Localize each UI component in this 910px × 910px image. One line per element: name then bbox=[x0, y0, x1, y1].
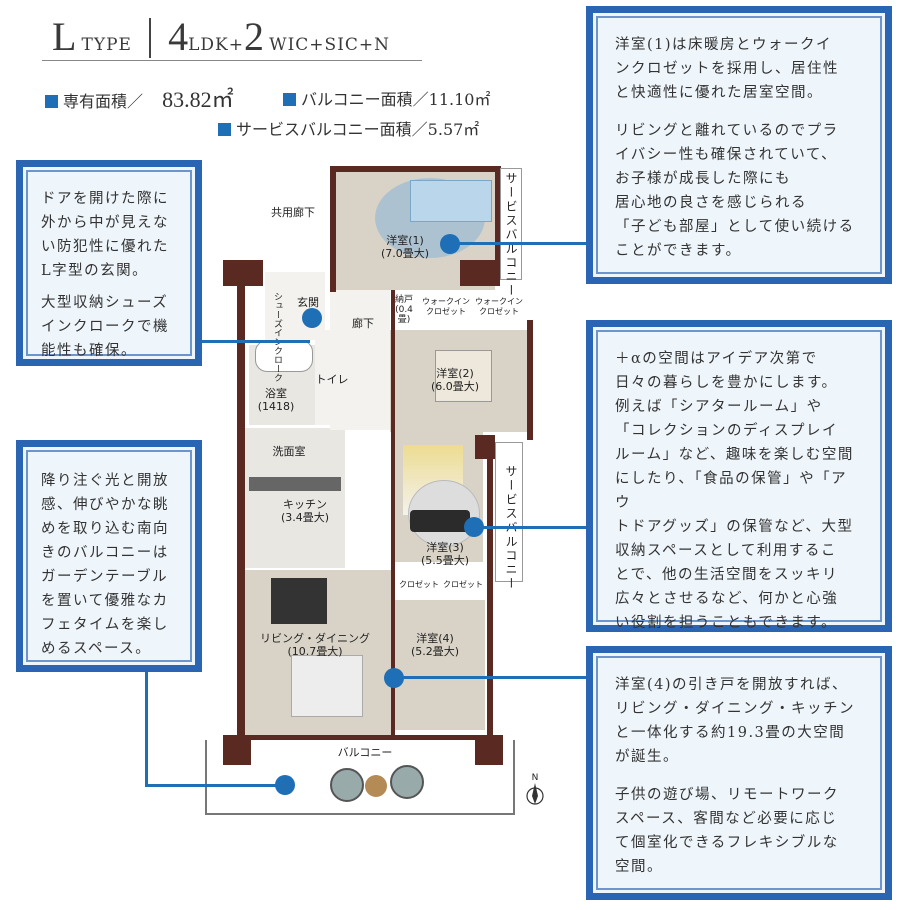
layout-ldk: LDK+ bbox=[188, 35, 245, 55]
label-hallway: 廊下 bbox=[352, 317, 374, 330]
wall bbox=[245, 735, 495, 740]
wall bbox=[460, 260, 500, 286]
sofa bbox=[291, 655, 363, 717]
type-word: TYPE bbox=[81, 35, 132, 55]
entrance-floor bbox=[265, 272, 325, 340]
sofa bbox=[410, 510, 470, 532]
label-wic2: ウォークイン クロゼット bbox=[475, 297, 523, 316]
private-area-value: 83.82㎡ bbox=[162, 87, 234, 112]
label-ldk: リビング・ダイニング (10.7畳大) bbox=[260, 632, 370, 658]
wall bbox=[475, 735, 503, 765]
private-area-label: 専有面積／ bbox=[63, 92, 144, 111]
bullet-square bbox=[218, 123, 231, 136]
service-balcony1-outline bbox=[500, 168, 522, 280]
service-balcony2-outline bbox=[495, 442, 523, 582]
layout-num1: 4 bbox=[168, 14, 189, 59]
callout-balcony: 降り注ぐ光と開放 感、伸びやかな眺 めを取り込む南向 きのバルコニーは ガーデン… bbox=[16, 440, 202, 672]
label-entrance: 玄関 bbox=[297, 296, 319, 309]
label-room2: 洋室(2) (6.0畳大) bbox=[430, 367, 480, 393]
callout-room1-text2: リビングと離れているのでプラ イバシー性も確保されていて、 お子様が成長した際に… bbox=[615, 123, 855, 259]
wall bbox=[223, 735, 251, 765]
callout-entrance: ドアを開けた際に 外から中が見えな い防犯性に優れた L字型の玄関。 大型収納シ… bbox=[16, 160, 202, 366]
wall bbox=[330, 168, 336, 292]
north-label: N bbox=[531, 773, 539, 783]
wall bbox=[527, 320, 533, 440]
callout-entrance-text: ドアを開けた際に 外から中が見えな い防犯性に優れた L字型の玄関。 bbox=[41, 191, 169, 279]
label-balcony: バルコニー bbox=[337, 746, 393, 759]
bullet-square bbox=[45, 95, 58, 108]
room4-floor bbox=[395, 600, 485, 730]
service-balcony-area-label: サービスバルコニー面積／5.57㎡ bbox=[236, 120, 480, 139]
label-closet: 納戸 (0.4畳) bbox=[394, 295, 413, 325]
label-room4: 洋室(4) (5.2畳大) bbox=[410, 632, 460, 658]
north-compass-icon: N bbox=[523, 772, 547, 808]
label-room3: 洋室(3) (5.5畳大) bbox=[420, 541, 470, 567]
marker-entrance bbox=[302, 308, 322, 328]
marker-balcony bbox=[275, 775, 295, 795]
bed bbox=[435, 350, 492, 402]
label-kitchen: キッチン (3.4畳大) bbox=[280, 498, 330, 524]
wall bbox=[330, 166, 500, 172]
bathtub bbox=[255, 340, 313, 372]
callout-balcony-text: 降り注ぐ光と開放 感、伸びやかな眺 めを取り込む南向 きのバルコニーは ガーデン… bbox=[41, 473, 169, 657]
callout-room1-text: 洋室(1)は床暖房とウォークイ ンクロゼットを採用し、居住性 と快適性に優れた居… bbox=[615, 37, 839, 101]
balcony-table bbox=[365, 775, 387, 797]
label-washroom: 洗面室 bbox=[272, 445, 306, 458]
title-divider bbox=[149, 18, 152, 58]
label-wic1: ウォークイン クロゼット bbox=[422, 297, 470, 316]
marker-room4 bbox=[384, 668, 404, 688]
leader-line-balcony-v bbox=[145, 672, 148, 787]
callout-entrance-text2: 大型収納シューズ インクロークで機 能性も確保。 bbox=[41, 295, 169, 359]
marker-room1 bbox=[440, 234, 460, 254]
label-cl2: クロゼット bbox=[443, 580, 483, 589]
callout-room4: 洋室(4)の引き戸を開放すれば、 リビング・ダイニング・キッチン と一体化する約… bbox=[586, 646, 892, 900]
compass-arrow-icon bbox=[526, 783, 544, 805]
balcony-chair bbox=[390, 765, 424, 799]
callout-room3: ＋αの空間はアイデア次第で 日々の暮らしを豊かにします。 例えば「シアタールーム… bbox=[586, 320, 892, 632]
leader-line-balcony-h bbox=[145, 784, 285, 787]
label-bath: 浴室 (1418) bbox=[257, 387, 295, 413]
balcony-area: バルコニー面積／11.10㎡ bbox=[283, 86, 491, 110]
layout-rest: WIC+SIC+N bbox=[269, 35, 391, 55]
wall bbox=[487, 440, 493, 758]
layout-num2: 2 bbox=[244, 14, 265, 59]
wall bbox=[391, 290, 395, 740]
leader-line-room4 bbox=[394, 676, 586, 679]
label-cl: クロゼット bbox=[399, 580, 439, 589]
label-toilet: トイレ bbox=[315, 373, 349, 386]
marker-room3 bbox=[464, 517, 484, 537]
callout-room1: 洋室(1)は床暖房とウォークイ ンクロゼットを採用し、居住性 と快適性に優れた居… bbox=[586, 6, 892, 284]
title-rule bbox=[42, 60, 422, 61]
label-service-balcony1: サービスバルコニー bbox=[504, 172, 518, 298]
callout-room4-text2: 子供の遊び場、リモートワーク スペース、客間など必要に応じ て個室化できるフレキ… bbox=[615, 787, 839, 875]
hallway-floor bbox=[330, 290, 390, 430]
callout-room4-text: 洋室(4)の引き戸を開放すれば、 リビング・ダイニング・キッチン と一体化する約… bbox=[615, 677, 855, 765]
bullet-square bbox=[283, 93, 296, 106]
private-area: 専有面積／ 83.82㎡ bbox=[45, 82, 234, 114]
label-shoes-in-closet: シューズインクローク bbox=[272, 292, 282, 382]
type-title: L TYPE 4LDK+2 WIC+SIC+N bbox=[52, 14, 432, 60]
kitchen-floor bbox=[245, 428, 345, 568]
callout-room3-text: ＋αの空間はアイデア次第で 日々の暮らしを豊かにします。 例えば「シアタールーム… bbox=[615, 351, 854, 631]
type-letter: L bbox=[52, 14, 77, 59]
dining-table bbox=[271, 578, 327, 624]
label-room1: 洋室(1) (7.0畳大) bbox=[380, 234, 430, 260]
label-common-corridor: 共用廊下 bbox=[271, 206, 315, 219]
bed bbox=[410, 180, 492, 222]
balcony-outline bbox=[205, 740, 515, 815]
kitchen-counter bbox=[249, 477, 341, 491]
balcony-chair bbox=[330, 768, 364, 802]
leader-line-entrance bbox=[202, 340, 310, 343]
balcony-area-label: バルコニー面積／11.10㎡ bbox=[301, 90, 491, 109]
leader-line-room1 bbox=[450, 242, 586, 245]
wall bbox=[237, 260, 245, 750]
service-balcony-area: サービスバルコニー面積／5.57㎡ bbox=[218, 116, 479, 140]
wall bbox=[495, 166, 501, 266]
leader-line-room3 bbox=[472, 526, 586, 529]
floor-plan: 共用廊下 洋室(1) (7.0畳大) 洋室(2) (6.0畳大) 洋室(3) (… bbox=[205, 160, 545, 820]
